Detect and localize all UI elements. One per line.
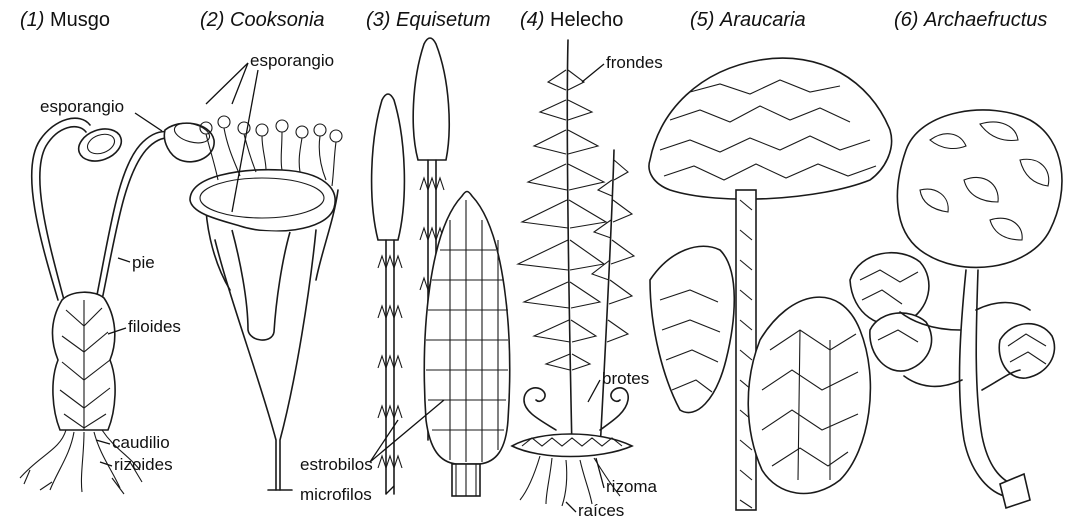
label-seta: pie [132, 253, 155, 272]
leader-fronds [582, 64, 604, 82]
label-rhizome: rizoma [606, 477, 658, 496]
label-caulidium: caudilio [112, 433, 170, 452]
leader-roots [566, 502, 576, 512]
label-microphylls: microfilos [300, 485, 372, 504]
panel-title-archaefructus: (6) Archaefructus [894, 9, 1047, 31]
leader-buds [588, 380, 600, 402]
panel-title-helecho: (4) Helecho [520, 9, 623, 31]
panel-title-musgo: (1) Musgo [20, 9, 110, 31]
label-roots: raíces [578, 501, 624, 520]
label-fronds: frondes [606, 53, 663, 72]
panel-title-araucaria: (5) Araucaria [690, 9, 806, 31]
leader-moss-sporangium [135, 113, 162, 131]
label-moss-sporangium: esporangio [40, 97, 124, 116]
panel-title-equisetum: (3) Equisetum [366, 9, 491, 31]
label-cooksonia-sporangium: esporangio [250, 51, 334, 70]
leader-seta [118, 258, 130, 262]
leader-cooksonia-sporangium-1 [206, 63, 248, 104]
leader-rhizoids [100, 462, 112, 466]
label-buds: brotes [602, 369, 649, 388]
label-rhizoids: rizoides [114, 455, 173, 474]
label-strobili: estrobilos [300, 455, 373, 474]
leader-rhizome [596, 458, 604, 488]
fern-illustration [512, 40, 634, 506]
label-phylloids: filoides [128, 317, 181, 336]
leader-microphylls [386, 486, 394, 494]
leader-cooksonia-sporangium-2 [232, 63, 248, 104]
panel-title-cooksonia: (2) Cooksonia [200, 9, 325, 31]
cooksonia-illustration [190, 116, 342, 490]
equisetum-illustration [372, 38, 510, 496]
